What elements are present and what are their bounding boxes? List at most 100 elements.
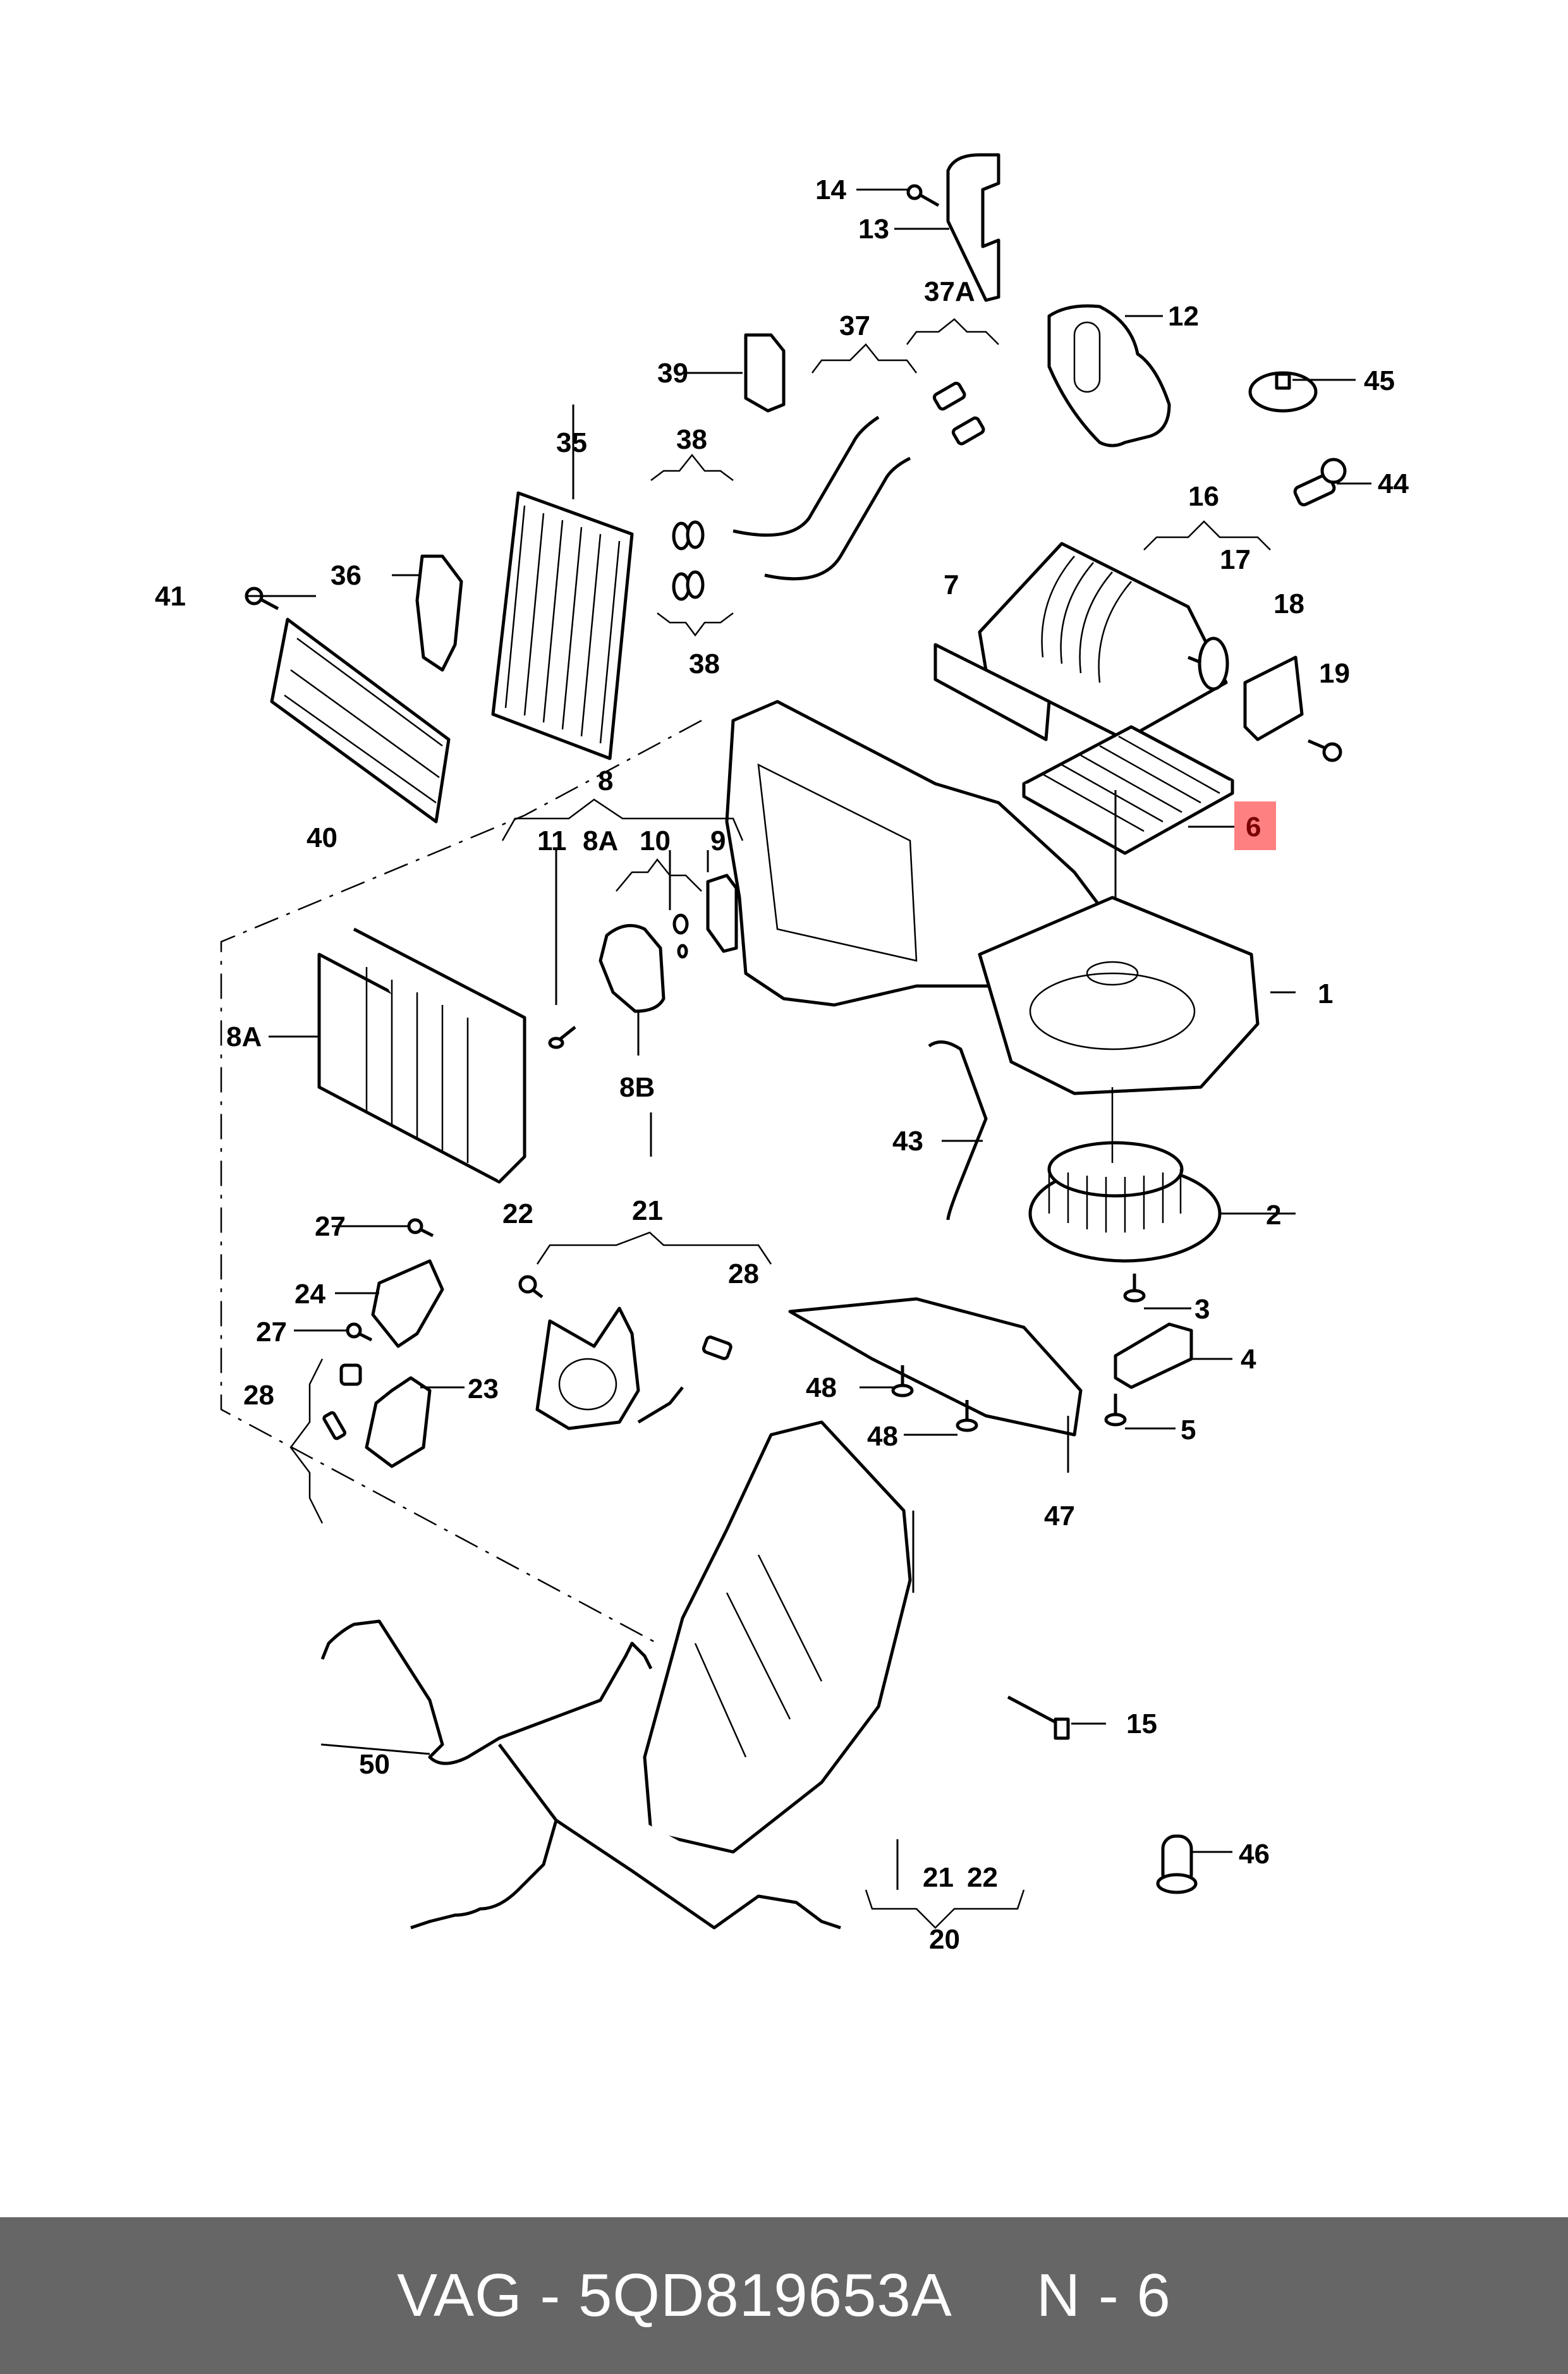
part-19-screw bbox=[1308, 739, 1342, 762]
callout-39[interactable]: 39 bbox=[657, 358, 688, 389]
callout-4[interactable]: 4 bbox=[1241, 1344, 1256, 1375]
part-4-cover bbox=[1114, 1322, 1193, 1389]
part-15-sensor bbox=[1007, 1695, 1070, 1740]
part-8A-evaporator bbox=[317, 927, 526, 1184]
callouts: 14 13 37A 12 37 39 45 35 38 44 16 36 41 … bbox=[155, 174, 1409, 1955]
callout-8A-left-label[interactable]: 8A bbox=[226, 1021, 262, 1052]
part-23-actuator bbox=[365, 1376, 432, 1468]
callout-45[interactable]: 45 bbox=[1364, 365, 1395, 396]
callout-35[interactable]: 35 bbox=[556, 427, 587, 458]
callout-10[interactable]: 10 bbox=[640, 825, 671, 856]
footer-part-info: VAG - 5QD819653A N - 6 bbox=[397, 2261, 1171, 2329]
part-45-cap bbox=[1248, 371, 1318, 413]
part-7-grille bbox=[933, 643, 1051, 741]
callout-15[interactable]: 15 bbox=[1126, 1708, 1157, 1739]
part-8B-gasket bbox=[599, 923, 665, 1013]
callout-21-bottom[interactable]: 21 bbox=[923, 1862, 954, 1893]
assembly-boundary bbox=[220, 719, 702, 1645]
footer-bar: VAG - 5QD819653A N - 6 bbox=[0, 2217, 1568, 2374]
part-17-pin bbox=[1188, 636, 1229, 691]
part-10-o-rings bbox=[672, 913, 689, 959]
callout-18[interactable]: 18 bbox=[1273, 588, 1304, 619]
callout-3[interactable]: 3 bbox=[1194, 1294, 1210, 1325]
callout-43[interactable]: 43 bbox=[892, 1126, 923, 1157]
callout-48-top[interactable]: 48 bbox=[806, 1372, 837, 1403]
highlight-box bbox=[1234, 801, 1276, 850]
callout-37[interactable]: 37 bbox=[839, 310, 870, 341]
part-38-clamps bbox=[672, 520, 705, 601]
callout-28-left[interactable]: 28 bbox=[243, 1380, 274, 1411]
part-50-wiring-harness bbox=[320, 1619, 841, 1930]
callout-48-bottom[interactable]: 48 bbox=[867, 1421, 898, 1452]
callout-28-right[interactable]: 28 bbox=[728, 1258, 759, 1289]
part-13-bracket bbox=[946, 153, 1000, 302]
part-shapes bbox=[245, 153, 1347, 1930]
part-11-bolt bbox=[548, 1026, 576, 1049]
callout-5[interactable]: 5 bbox=[1181, 1415, 1196, 1446]
part-28-clips-left bbox=[322, 1363, 362, 1440]
part-48-screws bbox=[891, 1365, 978, 1432]
callout-24[interactable]: 24 bbox=[295, 1279, 325, 1310]
part-43-hose bbox=[928, 1040, 988, 1220]
callout-12[interactable]: 12 bbox=[1168, 301, 1199, 332]
part-24-actuator bbox=[371, 1259, 444, 1348]
part-1-blower-housing bbox=[978, 896, 1260, 1095]
part-35-heater-core bbox=[491, 491, 634, 760]
callout-19[interactable]: 19 bbox=[1319, 658, 1350, 689]
callout-44[interactable]: 44 bbox=[1378, 468, 1409, 499]
callout-17[interactable]: 17 bbox=[1220, 544, 1251, 575]
leader-lines bbox=[246, 188, 1371, 1929]
callout-16[interactable]: 16 bbox=[1188, 481, 1219, 512]
callout-27-top[interactable]: 27 bbox=[315, 1211, 346, 1242]
callout-47[interactable]: 47 bbox=[1044, 1500, 1075, 1531]
callout-37A[interactable]: 37A bbox=[924, 276, 975, 307]
part-28-clip-right bbox=[702, 1336, 732, 1360]
callout-6[interactable]: 6 bbox=[1246, 812, 1261, 843]
part-41-screw bbox=[245, 587, 279, 611]
part-47-panel bbox=[788, 1297, 1083, 1437]
callout-38-bottom[interactable]: 38 bbox=[689, 648, 720, 679]
callout-38-top[interactable]: 38 bbox=[676, 424, 707, 455]
part-14-screw bbox=[906, 184, 940, 207]
part-20-lower-housing bbox=[643, 1420, 912, 1854]
callout-41[interactable]: 41 bbox=[155, 581, 186, 612]
part-12-seal bbox=[1047, 304, 1171, 447]
part-39-block bbox=[744, 333, 786, 413]
callout-46[interactable]: 46 bbox=[1239, 1839, 1270, 1870]
callout-22-bottom[interactable]: 22 bbox=[967, 1862, 998, 1893]
part-6-cabin-filter bbox=[1022, 725, 1234, 855]
callout-13[interactable]: 13 bbox=[858, 214, 889, 245]
callout-14[interactable]: 14 bbox=[815, 174, 846, 205]
part-46-cap bbox=[1156, 1834, 1198, 1894]
part-40-panel bbox=[270, 618, 451, 824]
callout-7[interactable]: 7 bbox=[944, 569, 959, 600]
part-21-servo-motor bbox=[535, 1306, 684, 1430]
parts-diagram: 14 13 37A 12 37 39 45 35 38 44 16 36 41 … bbox=[155, 153, 1409, 1955]
callout-36[interactable]: 36 bbox=[331, 560, 362, 591]
part-22-screw bbox=[518, 1275, 544, 1298]
part-5-screw bbox=[1104, 1394, 1127, 1427]
callout-6-highlight[interactable]: 6 bbox=[1234, 801, 1276, 850]
part-3-screw bbox=[1123, 1274, 1146, 1303]
part-18-bracket bbox=[1243, 655, 1304, 741]
callout-40[interactable]: 40 bbox=[307, 822, 337, 853]
callout-23[interactable]: 23 bbox=[468, 1373, 499, 1404]
callout-11[interactable]: 11 bbox=[537, 825, 567, 856]
part-37A-fittings bbox=[932, 381, 985, 446]
callout-27-bottom[interactable]: 27 bbox=[256, 1317, 287, 1348]
callout-9[interactable]: 9 bbox=[710, 825, 726, 856]
callout-21-top[interactable]: 21 bbox=[632, 1195, 663, 1226]
callout-50[interactable]: 50 bbox=[359, 1749, 390, 1780]
part-2-blower-fan bbox=[1028, 1087, 1222, 1263]
callout-8A-top[interactable]: 8A bbox=[583, 825, 618, 856]
part-9-expansion-valve bbox=[706, 874, 738, 953]
callout-20[interactable]: 20 bbox=[929, 1924, 960, 1955]
part-44-clip bbox=[1293, 458, 1347, 507]
callout-2[interactable]: 2 bbox=[1266, 1200, 1281, 1231]
callout-1[interactable]: 1 bbox=[1318, 978, 1333, 1009]
part-36-bracket bbox=[415, 554, 463, 672]
part-37-pipes bbox=[732, 415, 911, 581]
callout-8[interactable]: 8 bbox=[598, 765, 613, 796]
callout-22-top[interactable]: 22 bbox=[502, 1198, 533, 1229]
callout-8B-label[interactable]: 8B bbox=[619, 1072, 655, 1103]
